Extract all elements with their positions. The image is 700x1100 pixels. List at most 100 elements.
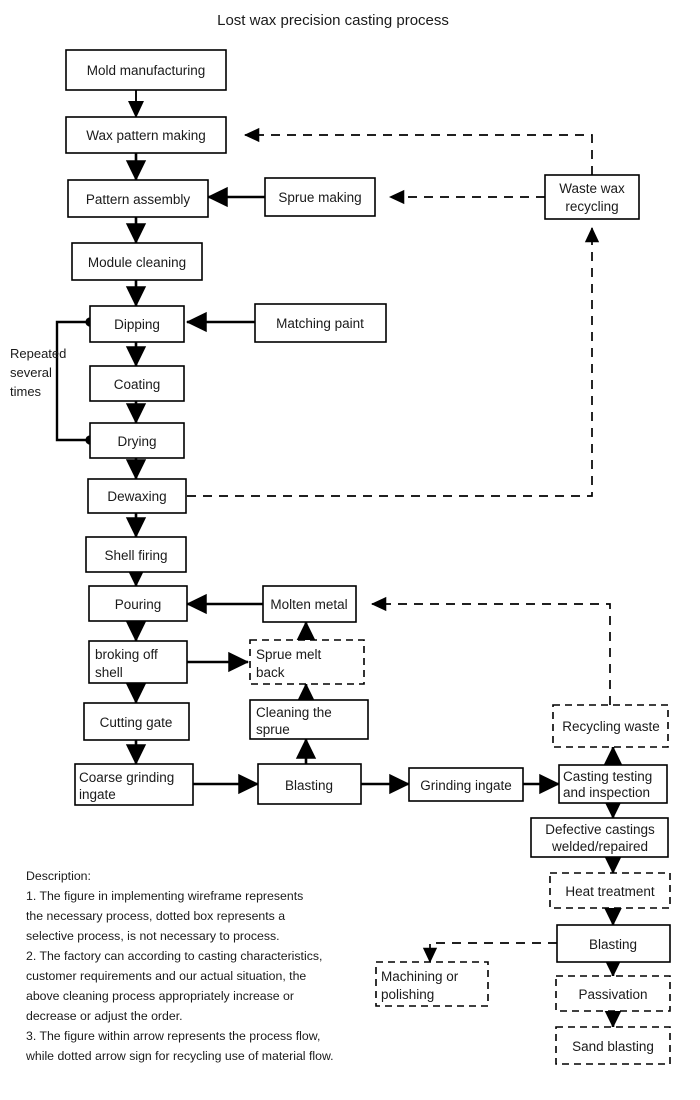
node-label-line2: and inspection [563, 785, 650, 800]
node-box [88, 640, 188, 684]
edge-blasting2-to-machining [422, 942, 557, 964]
node-label-line2: sprue [256, 722, 290, 737]
description-line-9: while dotted arrow sign for recycling us… [25, 1049, 334, 1063]
loop-label-line1: Repeated [10, 346, 66, 361]
node-label: Drying [117, 434, 156, 449]
node-box [67, 179, 209, 218]
node-label-line1: Cleaning the [256, 705, 332, 720]
loop-label-line2: several [10, 365, 52, 380]
node-box [408, 767, 524, 802]
node-molten-metal[interactable]: Molten metal [262, 585, 357, 623]
node-drying[interactable]: Drying [89, 422, 185, 459]
description-block: Description: 1. The figure in implementi… [25, 869, 334, 1063]
edge-wastewax-to-waxpattern [243, 127, 593, 175]
node-label-line1: Casting testing [563, 769, 652, 784]
node-shell-firing[interactable]: Shell firing [85, 536, 187, 573]
description-line-8: 3. The figure within arrow represents th… [26, 1029, 320, 1043]
node-grinding-ingate[interactable]: Grinding ingate [408, 767, 524, 802]
node-box [249, 639, 365, 685]
node-dipping[interactable]: Dipping [89, 305, 185, 343]
node-defective-castings[interactable]: Defective castings welded/repaired [530, 817, 669, 858]
node-label: Sand blasting [572, 1039, 654, 1054]
node-label-line1: Sprue melt [256, 647, 322, 662]
node-sprue-melt-back[interactable]: Sprue melt back [249, 639, 365, 685]
node-label: Pattern assembly [86, 192, 191, 207]
node-coarse-grinding-ingate[interactable]: Coarse grinding ingate [74, 763, 194, 806]
node-label: Shell firing [104, 548, 167, 563]
node-label: Passivation [578, 987, 647, 1002]
node-broking-off-shell[interactable]: broking off shell [88, 640, 188, 684]
node-box [375, 961, 489, 1007]
node-label: Heat treatment [565, 884, 655, 899]
description-line-7: decrease or adjust the order. [26, 1009, 183, 1023]
description-line-5: customer requirements and our actual sit… [26, 969, 306, 983]
node-label: Dewaxing [107, 489, 166, 504]
node-label-line1: Coarse grinding [79, 770, 174, 785]
node-box [254, 303, 387, 343]
node-box [65, 49, 227, 91]
node-label: Wax pattern making [86, 128, 206, 143]
node-box [89, 365, 185, 402]
node-box [89, 305, 185, 343]
node-box [556, 924, 671, 963]
node-label-line1: Defective castings [545, 822, 655, 837]
node-waste-wax-recycling[interactable]: Waste wax recycling [544, 174, 640, 220]
node-module-cleaning[interactable]: Module cleaning [71, 242, 203, 281]
node-label: Blasting [285, 778, 333, 793]
node-label: Matching paint [276, 316, 364, 331]
loop-label-line3: times [10, 384, 42, 399]
edge-dewaxing-to-wastewax [187, 226, 600, 497]
node-blasting-main[interactable]: Blasting [257, 763, 362, 805]
node-label: Grinding ingate [420, 778, 512, 793]
node-box [65, 116, 227, 154]
node-box [530, 817, 669, 858]
node-heat-treatment[interactable]: Heat treatment [549, 872, 671, 909]
repeat-loop-label: Repeated several times [10, 346, 66, 399]
node-label: Molten metal [270, 597, 347, 612]
node-box [555, 1026, 671, 1065]
node-label-line1: Machining or [381, 969, 459, 984]
node-label: Sprue making [278, 190, 361, 205]
description-line-6: above cleaning process appropriately inc… [26, 989, 294, 1003]
node-recycling-waste[interactable]: Recycling waste [552, 704, 669, 748]
node-label: Module cleaning [88, 255, 186, 270]
node-box [257, 763, 362, 805]
node-label-line1: Waste wax [559, 181, 625, 196]
node-matching-paint[interactable]: Matching paint [254, 303, 387, 343]
node-box [552, 704, 669, 748]
page-title: Lost wax precision casting process [217, 12, 449, 29]
description-line-1: 1. The figure in implementing wireframe … [26, 889, 303, 903]
node-coating[interactable]: Coating [89, 365, 185, 402]
node-box [558, 764, 668, 804]
node-pattern-assembly[interactable]: Pattern assembly [67, 179, 209, 218]
node-label-line2: polishing [381, 987, 434, 1002]
node-casting-testing-and-inspection[interactable]: Casting testing and inspection [558, 764, 668, 804]
node-sand-blasting[interactable]: Sand blasting [555, 1026, 671, 1065]
node-box [549, 872, 671, 909]
node-box [85, 536, 187, 573]
node-wax-pattern-making[interactable]: Wax pattern making [65, 116, 227, 154]
node-label: Mold manufacturing [87, 63, 206, 78]
node-blasting-second[interactable]: Blasting [556, 924, 671, 963]
connectors [55, 90, 624, 1029]
description-heading: Description: [26, 869, 91, 883]
node-label: Coating [114, 377, 161, 392]
node-cutting-gate[interactable]: Cutting gate [83, 702, 190, 741]
node-label: Pouring [115, 597, 162, 612]
node-box [71, 242, 203, 281]
node-label: Recycling waste [562, 719, 660, 734]
node-sprue-making[interactable]: Sprue making [264, 177, 376, 217]
node-label: Cutting gate [100, 715, 173, 730]
edge-recyclingwaste-to-moltenmetal [370, 596, 611, 705]
node-mold-manufacturing[interactable]: Mold manufacturing [65, 49, 227, 91]
node-box [87, 478, 187, 514]
node-passivation[interactable]: Passivation [555, 975, 671, 1012]
node-cleaning-the-sprue[interactable]: Cleaning the sprue [249, 699, 369, 740]
node-dewaxing[interactable]: Dewaxing [87, 478, 187, 514]
node-box [249, 699, 369, 740]
description-line-2: the necessary process, dotted box repres… [26, 909, 285, 923]
node-machining-or-polishing[interactable]: Machining or polishing [375, 961, 489, 1007]
node-pouring[interactable]: Pouring [88, 585, 188, 622]
node-box [88, 585, 188, 622]
